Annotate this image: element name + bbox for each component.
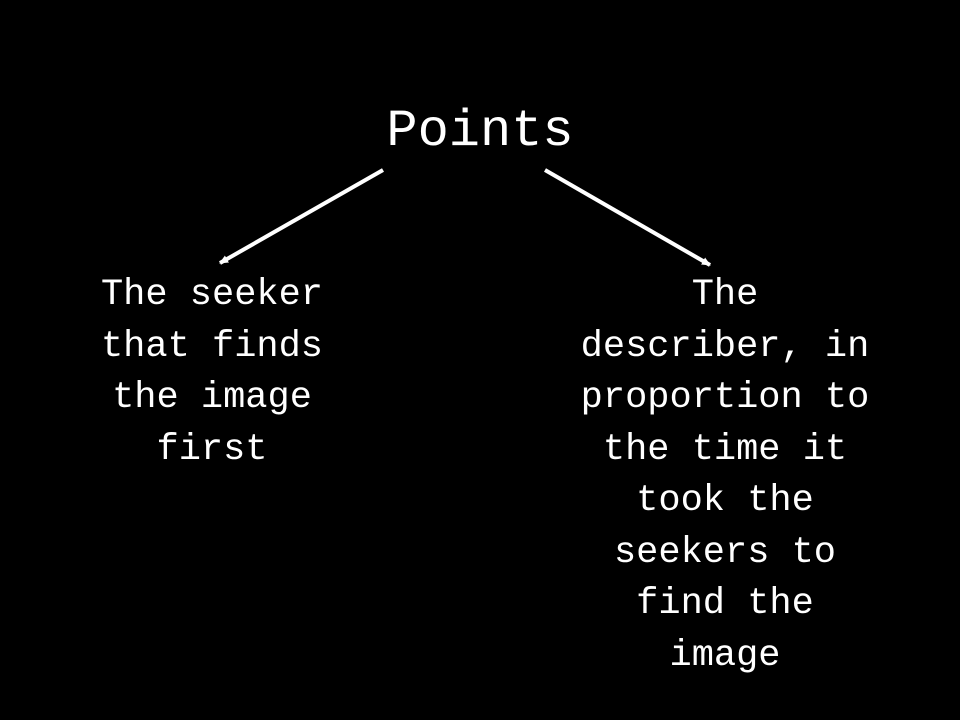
describer-node-line: The bbox=[691, 274, 759, 316]
describer-node-line: took the bbox=[636, 480, 814, 522]
describer-node: The describer, in proportion to the time… bbox=[540, 270, 910, 682]
describer-node-line: describer, in bbox=[580, 325, 870, 368]
seeker-node-line: The seeker bbox=[100, 274, 324, 316]
seeker-node-line: first bbox=[156, 428, 268, 471]
seeker-node: The seeker that finds the image first bbox=[62, 270, 362, 476]
seeker-node-line: that finds bbox=[100, 325, 324, 368]
arrow-to-seeker bbox=[219, 168, 384, 265]
describer-node-line: image bbox=[669, 634, 781, 677]
arrow-to-describer bbox=[544, 168, 711, 267]
describer-node-line: proportion to bbox=[580, 377, 870, 419]
describer-node-line: the time it bbox=[602, 428, 848, 471]
describer-node-line: find the bbox=[636, 583, 814, 625]
seeker-node-line: the image bbox=[112, 377, 312, 419]
describer-node-line: seekers to bbox=[613, 531, 837, 574]
diagram-title: Points bbox=[386, 102, 574, 161]
